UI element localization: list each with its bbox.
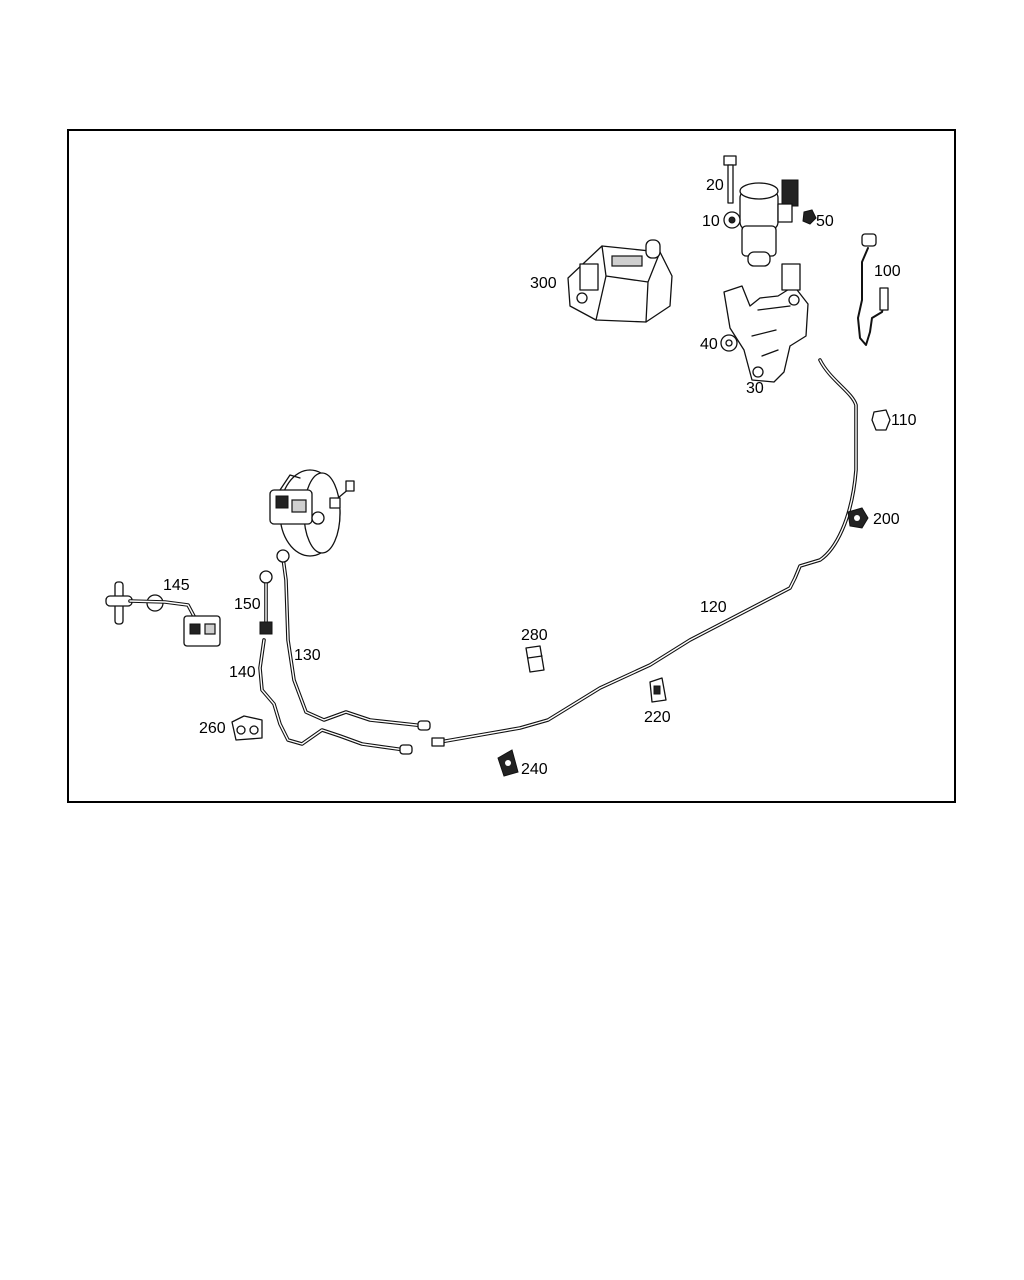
control-unit[interactable] [567,239,673,323]
clip-280[interactable] [525,645,545,673]
callout-300: 300 [530,275,557,292]
callout-280: 280 [521,627,548,644]
clip-200[interactable] [847,507,869,529]
vacuum-line-main[interactable] [431,358,858,747]
callout-30: 30 [746,380,764,397]
callout-20: 20 [706,177,724,194]
callout-120: 120 [700,599,727,616]
brake-booster[interactable] [269,469,355,557]
callout-40: 40 [700,336,718,353]
vacuum-sensor-line-100[interactable] [857,233,889,346]
clip-260[interactable] [231,715,263,741]
pressure-sensor-145[interactable] [105,581,221,647]
vacuum-line-130[interactable] [276,549,431,731]
vacuum-hose-150[interactable] [259,570,273,635]
callout-240: 240 [521,761,548,778]
callout-110: 110 [891,412,917,429]
vacuum-pump[interactable] [723,179,799,267]
clip-110[interactable] [871,409,891,431]
callout-200: 200 [873,511,900,528]
callout-100: 100 [874,263,901,280]
washer-40[interactable] [720,334,738,352]
callout-140: 140 [229,664,256,681]
callout-220: 220 [644,709,671,726]
vacuum-line-140[interactable] [258,638,413,755]
callout-50: 50 [816,213,834,230]
bolt[interactable] [723,155,737,204]
callout-130: 130 [294,647,321,664]
nut-50[interactable] [802,209,817,225]
mounting-bracket[interactable] [723,263,809,383]
diagram-frame [67,129,956,803]
clip-220[interactable] [649,677,667,703]
callout-150: 150 [234,596,261,613]
callout-10: 10 [702,213,720,230]
callout-260: 260 [199,720,226,737]
clip-240[interactable] [497,749,519,777]
callout-145: 145 [163,577,190,594]
